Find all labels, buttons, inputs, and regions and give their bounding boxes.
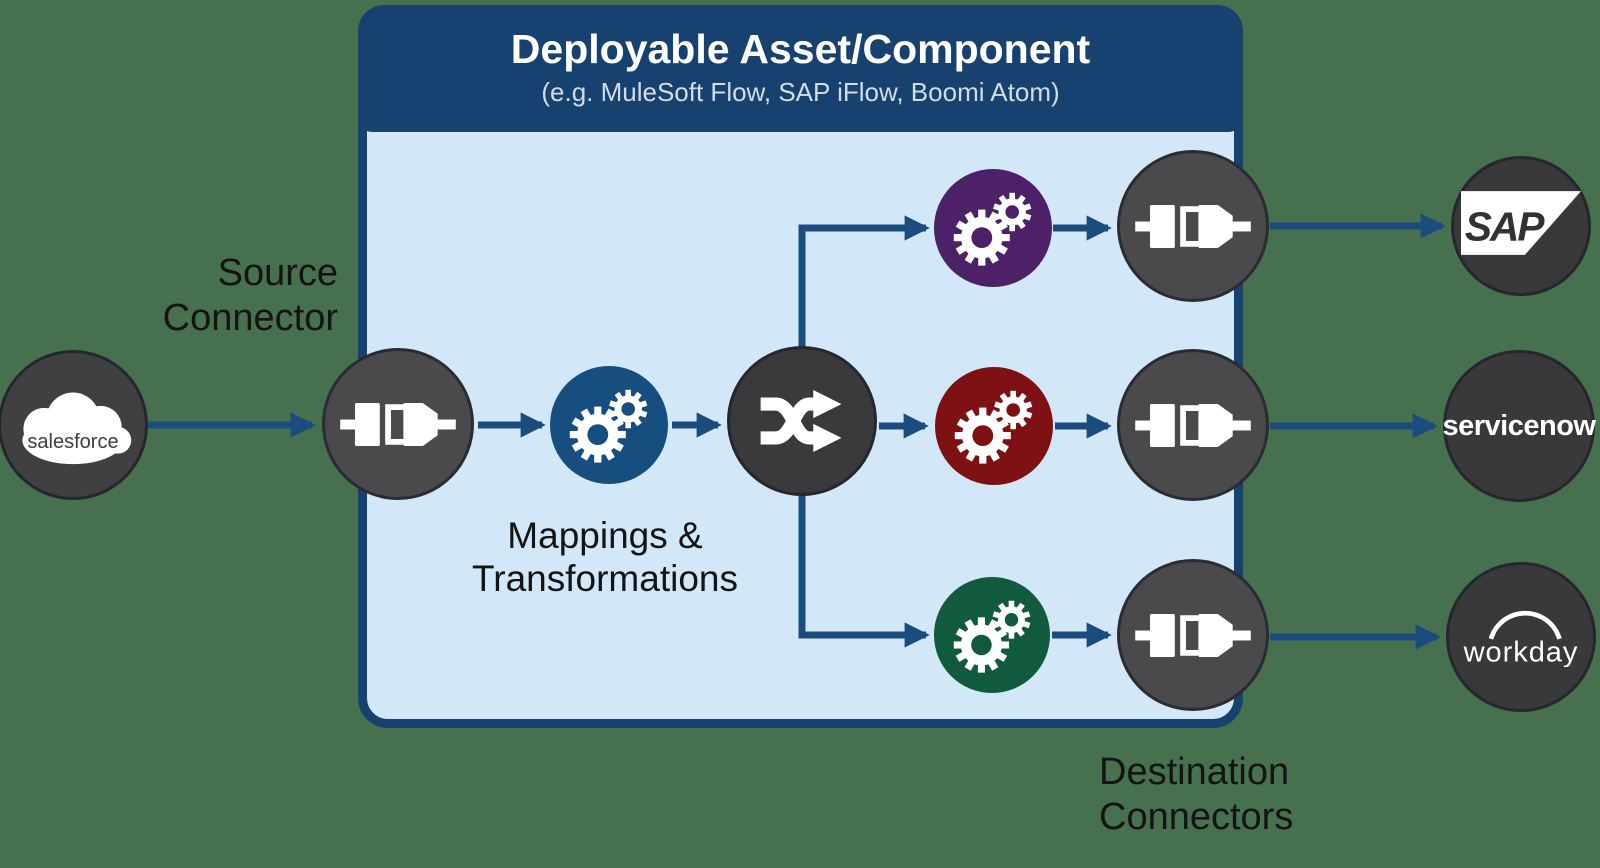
node-transform-top xyxy=(934,169,1052,287)
gears-icon xyxy=(953,188,1033,268)
gears-icon xyxy=(954,386,1034,466)
source-connector-label: Source Connector xyxy=(162,252,338,339)
plug-icon xyxy=(1135,205,1251,248)
node-sap: SAP xyxy=(1451,156,1591,296)
workday-wordmark: workday xyxy=(1463,636,1579,667)
panel-title: Deployable Asset/Component xyxy=(510,26,1091,72)
shuffle-icon xyxy=(755,374,849,468)
mappings-transformations-label: Mappings & Transformations xyxy=(472,515,738,599)
salesforce-cloud-icon: salesforce xyxy=(22,392,132,465)
node-destination-connector-bottom xyxy=(1117,559,1269,711)
plug-icon xyxy=(340,403,456,446)
plug-icon xyxy=(1135,614,1251,657)
gears-icon xyxy=(953,596,1032,675)
node-mappings-transformations xyxy=(550,366,668,484)
node-workday: workday xyxy=(1446,562,1596,712)
workday-arc-icon xyxy=(1488,610,1562,640)
node-transform-bottom xyxy=(934,577,1050,693)
salesforce-wordmark: salesforce xyxy=(27,431,118,453)
sap-wordmark: SAP xyxy=(1465,203,1546,249)
destination-connectors-label: Destination Connectors xyxy=(1099,751,1294,838)
node-salesforce: salesforce xyxy=(0,350,148,500)
sap-logo: SAP xyxy=(1461,191,1581,255)
node-source-connector xyxy=(322,348,474,500)
node-servicenow: servicenow xyxy=(1442,350,1596,502)
node-destination-connector-top xyxy=(1117,150,1269,302)
servicenow-wordmark: servicenow xyxy=(1442,409,1596,442)
node-destination-connector-middle xyxy=(1117,349,1269,501)
panel-subtitle: (e.g. MuleSoft Flow, SAP iFlow, Boomi At… xyxy=(541,77,1060,107)
plug-icon xyxy=(1135,404,1251,447)
gears-icon xyxy=(569,385,649,465)
node-router xyxy=(727,346,877,496)
arrow-router-to-transform-bottom xyxy=(798,430,930,648)
panel-header: Deployable Asset/Component (e.g. MuleSof… xyxy=(358,5,1243,132)
node-transform-middle xyxy=(935,367,1053,485)
workday-logo: workday xyxy=(1463,610,1579,667)
